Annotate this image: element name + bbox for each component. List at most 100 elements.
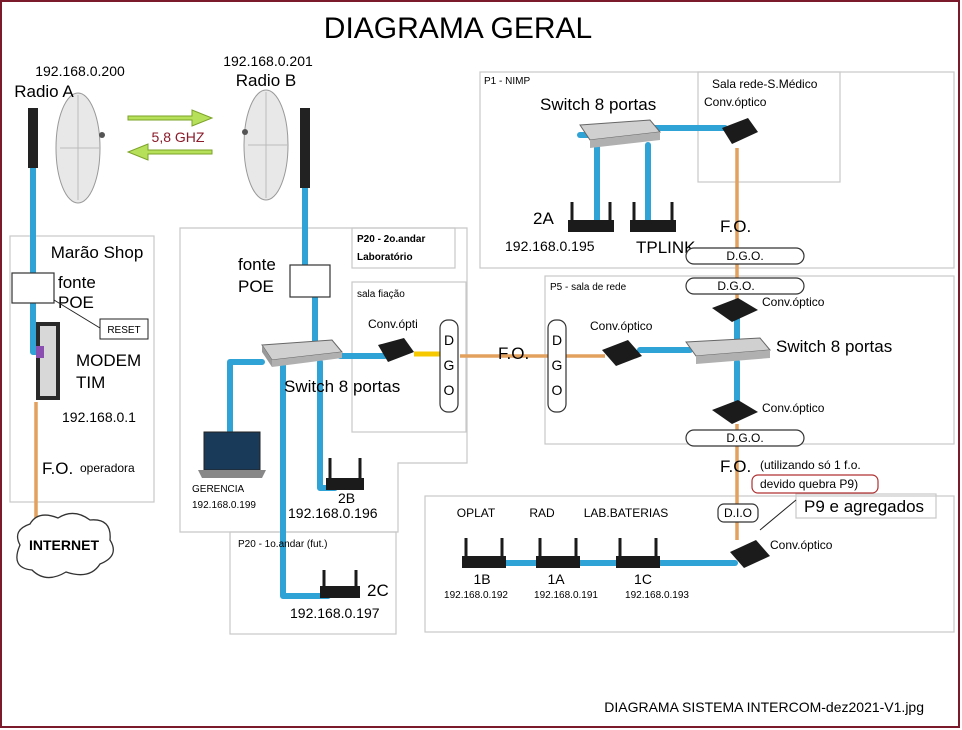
p9-device-1-top: RAD (529, 506, 555, 520)
poe-injector-a-icon (11, 272, 55, 304)
p1-fo-label: F.O. (720, 217, 751, 236)
p20-lab-box (179, 227, 468, 533)
p20-lab-title-box (351, 227, 456, 269)
p9-box (424, 495, 955, 633)
p5-conv-bottom-label: Conv.óptico (762, 401, 825, 415)
tplink-router-icon (630, 202, 676, 232)
p5-switch-label: Switch 8 portas (776, 337, 892, 356)
radio-a-label: Radio A (14, 82, 74, 101)
fo-p20-p5-label: F.O. (498, 344, 529, 363)
router-2b-label: 2B (338, 490, 355, 506)
p9-note-line2: devido quebra P9) (760, 477, 858, 491)
p9-note-box (751, 474, 879, 494)
notebook-icon (198, 431, 266, 478)
sala-fiacao-label: sala fiação (357, 289, 405, 300)
modem-line2: TIM (76, 373, 105, 392)
p9-device-0-id: 1B (473, 571, 490, 587)
router-1a-icon (536, 538, 580, 568)
switch-p20-icon (261, 339, 343, 367)
dio-icon (717, 503, 759, 523)
p20-conv-label: Conv.ópti (368, 317, 418, 331)
router-2c-icon (320, 570, 360, 598)
p9-note-line1: (utilizando só 1 f.o. (760, 458, 861, 472)
tplink-label: TPLINK (636, 238, 696, 257)
p5-dgo-d: D (552, 332, 562, 348)
p9-device-2-id: 1C (634, 571, 652, 587)
router-2b-ip: 192.168.0.196 (288, 505, 378, 521)
fo-operadora-sub: operadora (80, 461, 135, 475)
p9-title: P9 e agregados (804, 497, 924, 516)
gerencia-ip: 192.168.0.199 (192, 500, 256, 511)
frequency-label: 5,8 GHZ (152, 129, 205, 145)
dgo-p5-vertical-icon (547, 319, 567, 413)
p9-title-box (795, 493, 937, 519)
marao-fonte-line1: fonte (58, 273, 96, 292)
p5-dgo-top-label: D.G.O. (717, 279, 754, 293)
p5-title: P5 - sala de rede (550, 282, 627, 293)
p5-conv-top-label: Conv.óptico (762, 295, 825, 309)
p20-fonte-line2: POE (238, 277, 274, 296)
p20-fonte-line1: fonte (238, 255, 276, 274)
router-2b-icon (326, 458, 364, 490)
dgo-p1-icon (685, 247, 805, 265)
p5-dgo-bottom-label: D.G.O. (726, 431, 763, 445)
marao-fonte-line2: POE (58, 293, 94, 312)
dgo-p5-bottom-icon (685, 429, 805, 447)
p1-title: P1 - NIMP (484, 76, 530, 87)
internet-label: INTERNET (29, 537, 99, 553)
p9-conv-label: Conv.óptico (770, 538, 833, 552)
router-2c-label: 2C (367, 581, 389, 600)
router-2a-label: 2A (533, 209, 554, 228)
p9-title-pointer (759, 499, 797, 531)
cable-switch-2c (280, 359, 331, 599)
modem-ip: 192.168.0.1 (62, 409, 136, 425)
sala-rede-label: Sala rede-S.Médico (712, 77, 818, 91)
dgo-p20-icon (439, 319, 459, 413)
p5-dgo-g: G (552, 357, 563, 373)
p20-switch-label: Switch 8 portas (284, 377, 400, 396)
router-2c-ip: 192.168.0.197 (290, 605, 380, 621)
p20-lab-title-line1: P20 - 2o.andar (357, 234, 425, 245)
wireless-arrows-icon (126, 109, 214, 161)
p5-box (544, 275, 955, 445)
dish-antenna-b-icon (242, 89, 310, 201)
footer-caption: DIAGRAMA SISTEMA INTERCOM-dez2021-V1.jpg (604, 699, 924, 715)
reset-button[interactable] (99, 318, 149, 340)
media-converter-p9-icon (730, 540, 770, 568)
router-2a-ip: 192.168.0.195 (505, 238, 595, 254)
p9-device-1-id: 1A (547, 571, 565, 587)
p9-device-2-top: LAB.BATERIAS (584, 506, 668, 520)
switch-p5-icon (685, 337, 772, 364)
fo-operadora-label: F.O. (42, 459, 73, 478)
router-1b-icon (462, 538, 506, 568)
reset-label: RESET (107, 325, 140, 336)
p9-device-0-top: OPLAT (457, 506, 496, 520)
p20-dgo-d: D (444, 332, 454, 348)
reset-pointer (53, 299, 101, 329)
p20-fut-box (229, 531, 397, 635)
p9-fo-label: F.O. (720, 457, 751, 476)
marao-shop-title: Marão Shop (51, 243, 144, 262)
radio-b-label: Radio B (236, 71, 296, 90)
p1-conv-label: Conv.óptico (704, 95, 767, 109)
modem-icon (36, 322, 60, 400)
p1-switch-label: Switch 8 portas (540, 95, 656, 114)
dish-antenna-a-icon (28, 92, 105, 204)
media-converter-p5-bottom-icon (712, 400, 758, 424)
router-1c-icon (616, 538, 660, 568)
media-converter-p1-icon (722, 118, 758, 144)
media-converter-p20-icon (378, 338, 414, 362)
gerencia-label: GERENCIA (192, 484, 245, 495)
p5-conv-left-label: Conv.óptico (590, 319, 653, 333)
media-converter-p5-top-icon (712, 298, 758, 322)
poe-injector-b-icon (289, 264, 331, 298)
switch-p1-icon (579, 119, 661, 148)
internet-cloud-icon (16, 512, 114, 579)
dgo-p5-top-icon (685, 277, 805, 295)
p1-dgo-label: D.G.O. (726, 249, 763, 263)
page-title: DIAGRAMA GERAL (324, 12, 592, 45)
p9-device-2-ip: 192.168.0.193 (625, 590, 689, 601)
